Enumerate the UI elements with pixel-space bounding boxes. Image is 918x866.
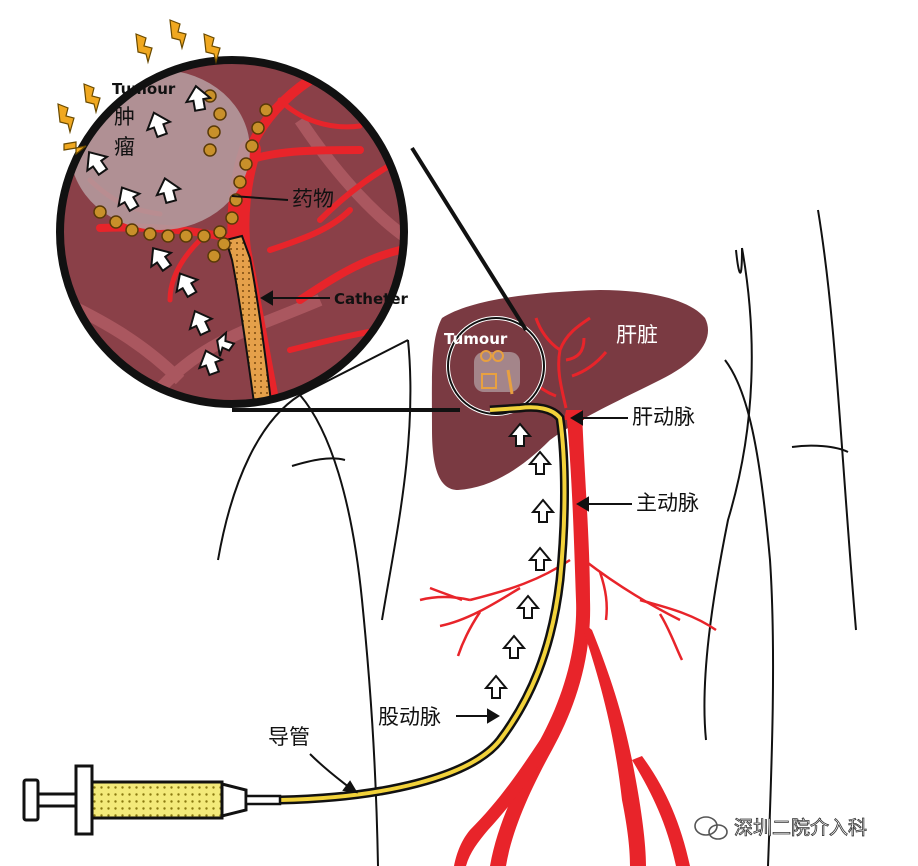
watermark: 深圳二院介入科: [694, 816, 867, 840]
syringe-icon: [22, 764, 282, 836]
lightning-icon: [57, 19, 221, 156]
label-hepatic-artery: 肝动脉: [632, 405, 695, 429]
drug-beads: [93, 89, 273, 263]
catheter: [279, 402, 569, 805]
label-catheter-en: Catheter: [334, 290, 408, 308]
arrow-icon: [530, 498, 556, 523]
arrow-icon: [501, 634, 527, 659]
body-outline: [217, 209, 857, 866]
wechat-icon: [694, 816, 728, 840]
zoom-catheter: [224, 234, 274, 404]
label-tumour-zoom: Tumour: [112, 80, 176, 98]
arrow-icon: [527, 450, 553, 475]
label-tumour-liver: Tumour: [444, 330, 508, 348]
label-tumour-zoom-cn-1: 肿: [114, 105, 135, 129]
flow-arrows: [483, 422, 556, 699]
label-catheter-cn: 导管: [268, 725, 310, 749]
zoom-inset: Tumour 肿 瘤: [56, 56, 408, 408]
pointers: [231, 195, 632, 794]
label-drug: 药物: [292, 187, 334, 211]
zoom-arrows: [86, 84, 236, 377]
label-femoral-artery: 股动脉: [378, 705, 441, 729]
arrow-icon: [483, 674, 509, 699]
renal-branches: [419, 558, 717, 661]
watermark-text: 深圳二院介入科: [734, 817, 867, 839]
arrow-icon: [527, 546, 553, 571]
arrow-icon: [515, 594, 541, 619]
label-tumour-zoom-cn-2: 瘤: [114, 135, 135, 159]
label-aorta: 主动脉: [636, 491, 699, 515]
arrow-icon: [216, 330, 236, 357]
femoral-branches: [454, 740, 690, 866]
zoom-connectors: [232, 146, 528, 412]
arrow-icon: [507, 422, 533, 447]
label-liver: 肝脏: [616, 323, 658, 347]
